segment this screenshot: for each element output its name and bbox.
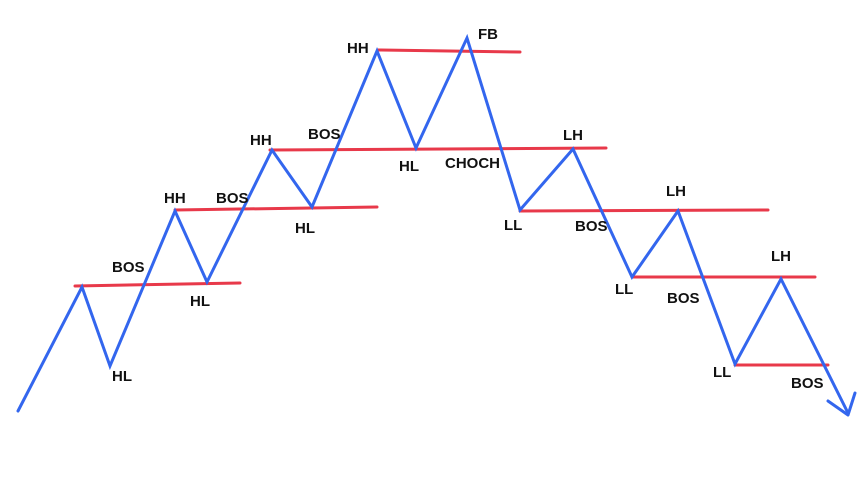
label-bos: BOS <box>791 375 824 392</box>
label-hh: HH <box>250 132 272 149</box>
level-line-1 <box>73 281 242 288</box>
label-lh: LH <box>666 183 686 200</box>
price-path <box>16 33 850 415</box>
label-ll: LL <box>615 281 633 298</box>
label-bos: BOS <box>308 126 341 143</box>
label-fb: FB <box>478 26 498 43</box>
level-line-3 <box>268 146 608 152</box>
label-hl: HL <box>190 293 210 310</box>
arrow-head-icon <box>826 391 857 417</box>
label-hl: HL <box>399 158 419 175</box>
label-bos: BOS <box>667 290 700 307</box>
label-hl: HL <box>295 220 315 237</box>
level-line-4 <box>376 48 522 54</box>
label-ll: LL <box>713 364 731 381</box>
label-choch: CHOCH <box>445 155 500 172</box>
label-lh: LH <box>771 248 791 265</box>
label-bos: BOS <box>216 190 249 207</box>
level-line-5 <box>518 208 770 213</box>
label-bos: BOS <box>112 259 145 276</box>
label-hl: HL <box>112 368 132 385</box>
level-line-2 <box>173 205 379 212</box>
structure-levels <box>73 48 830 367</box>
label-ll: LL <box>504 217 522 234</box>
label-hh: HH <box>164 190 186 207</box>
structure-labels: HL BOS HL HH BOS HH HL BOS HH HL FB CHOC… <box>112 26 824 392</box>
label-lh: LH <box>563 127 583 144</box>
label-bos: BOS <box>575 218 608 235</box>
label-hh: HH <box>347 40 369 57</box>
